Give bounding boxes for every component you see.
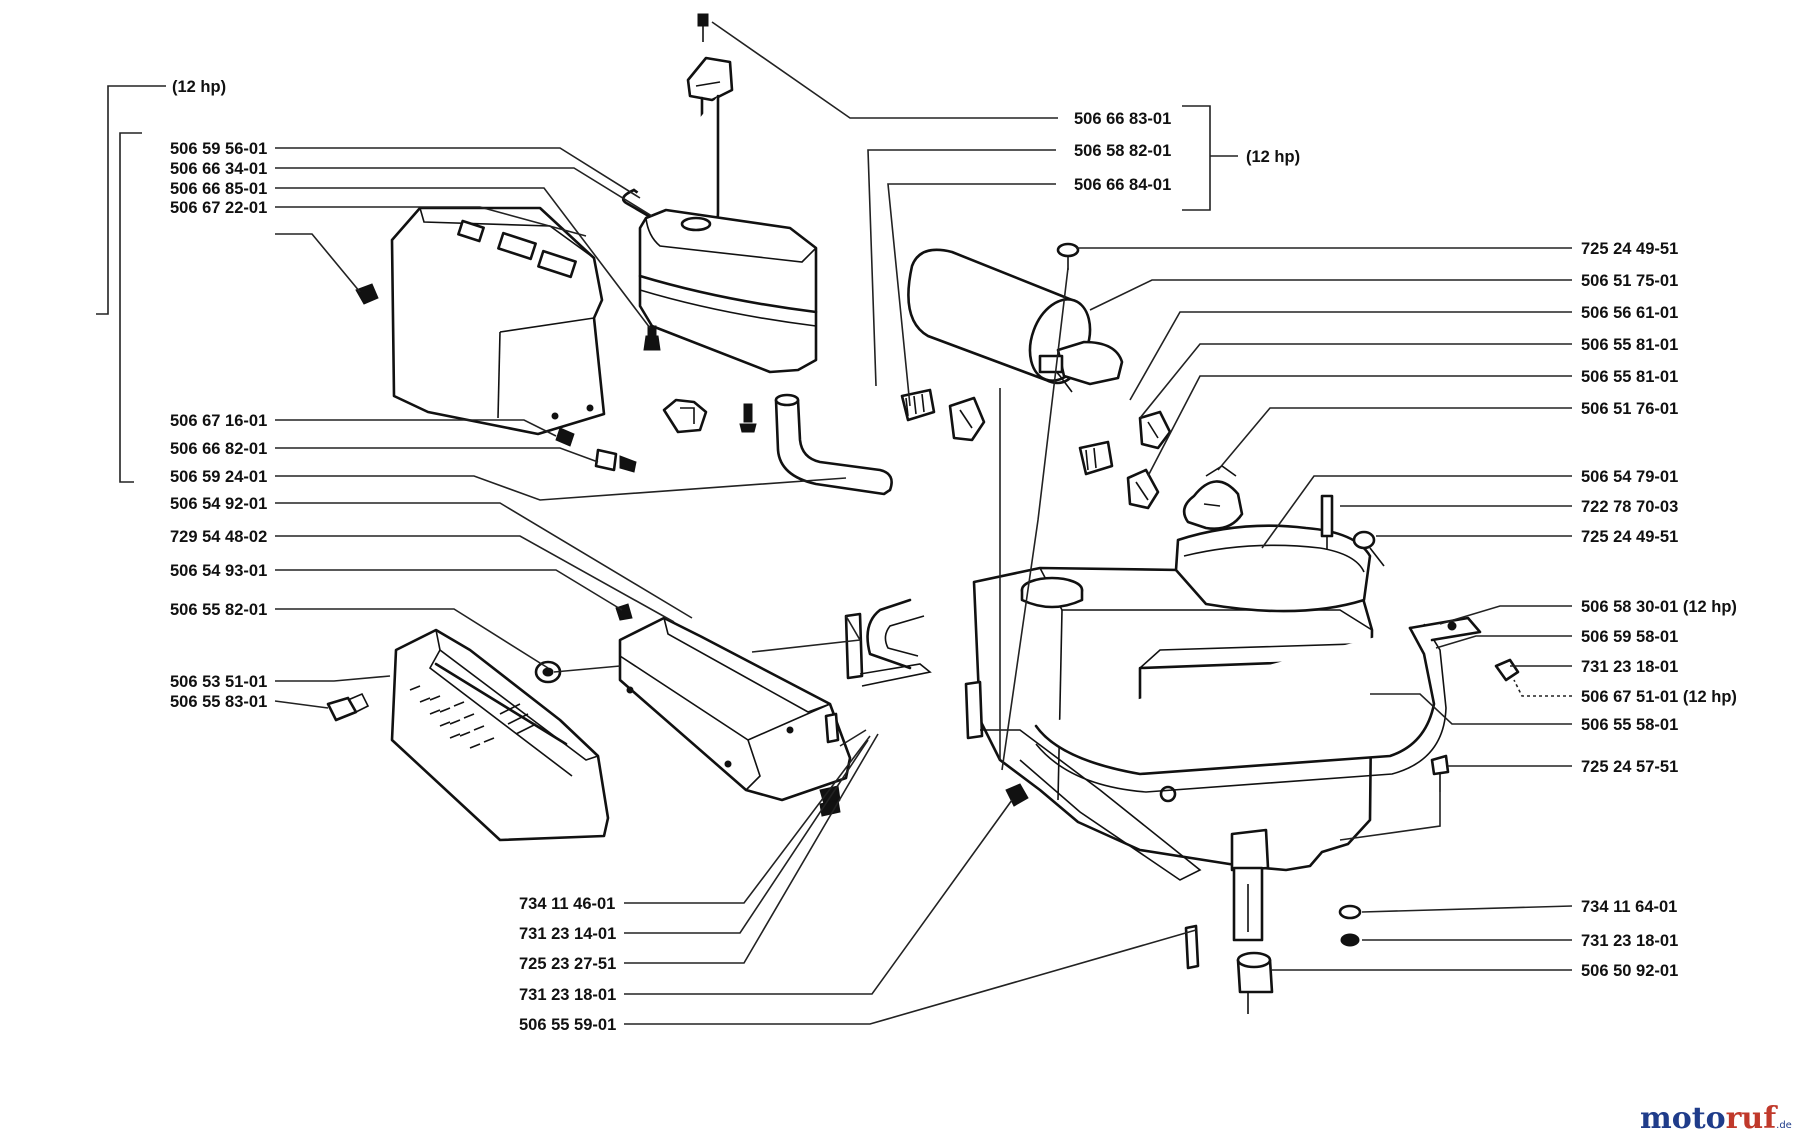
part-label: 725 24 49-51 (1581, 240, 1678, 258)
part-label: 731 23 18-01 (1581, 658, 1678, 676)
part-label: 506 59 24-01 (170, 468, 267, 486)
part-label: 506 55 59-01 (519, 1016, 616, 1034)
shroud-bolt-icon (1352, 530, 1385, 567)
part-label: 731 23 14-01 (519, 925, 616, 943)
small-screw-right-icon (1320, 494, 1334, 550)
part-label: 506 66 83-01 (1074, 110, 1171, 128)
left-part-labels: (12 hp) 506 59 56-01 506 66 34-01 506 66… (170, 78, 267, 711)
part-label: 506 54 79-01 (1581, 468, 1678, 486)
part-label: 734 11 64-01 (1581, 898, 1677, 916)
nut-right-icon (1494, 658, 1520, 682)
part-label: 506 51 75-01 (1581, 272, 1678, 290)
air-cleaner-housing-icon (390, 206, 606, 436)
part-label: 506 55 83-01 (170, 693, 267, 711)
part-label: 731 23 18-01 (519, 986, 616, 1004)
top-part-labels: 506 66 83-01 506 58 82-01 506 66 84-01 (… (1074, 110, 1300, 194)
breather-pipe-icon (621, 56, 734, 242)
part-label: 506 67 16-01 (170, 412, 267, 430)
fuel-pipe-icon (774, 393, 893, 496)
screw-right-lower-icon (1430, 754, 1450, 792)
air-intake-hood-icon (390, 628, 610, 842)
clamp-upper-right-icon (1138, 410, 1172, 450)
part-label: 506 58 30-01 (12 hp) (1581, 598, 1737, 616)
exhaust-nipple-icon (900, 388, 936, 422)
watermark-part1: moto (1640, 1101, 1726, 1136)
tank-screw-icon (643, 325, 661, 351)
part-label: 506 67 51-01 (12 hp) (1581, 688, 1737, 706)
muffler-screw-icon (1056, 242, 1080, 270)
elbow-pipe-icon (1182, 465, 1244, 530)
part-drawings (326, 13, 1520, 1014)
part-label: 506 55 58-01 (1581, 716, 1678, 734)
clamp-lower-right-icon (1126, 468, 1160, 510)
air-filter-box-icon (618, 616, 852, 802)
part-label: 734 11 46-01 (519, 895, 615, 913)
exhaust-clamp-icon (948, 396, 986, 442)
part-label: 506 53 51-01 (170, 673, 267, 691)
exhaust-nipple-right-icon (1078, 440, 1114, 476)
watermark-part2: ruf (1726, 1101, 1779, 1136)
fuel-tank-icon (638, 208, 818, 374)
part-label: 731 23 18-01 (1581, 932, 1678, 950)
housing-bolts-icon (555, 427, 637, 473)
part-label: 506 55 81-01 (1581, 336, 1678, 354)
part-label: 729 54 48-02 (170, 528, 267, 546)
part-label: 506 51 76-01 (1581, 400, 1678, 418)
muffler-icon (907, 248, 1124, 393)
part-label: 506 66 84-01 (1074, 176, 1171, 194)
bushing-icon (1236, 951, 1274, 994)
part-label: 506 66 34-01 (170, 160, 267, 178)
watermark-logo: motoruf.de (1640, 1101, 1792, 1136)
part-label-note-top: (12 hp) (1246, 148, 1300, 166)
clamp-left-icon (662, 398, 708, 434)
part-label: 506 66 82-01 (170, 440, 267, 458)
grommet-icon (534, 660, 562, 684)
grille-screw-icon (326, 692, 370, 722)
part-label: 506 59 56-01 (170, 140, 267, 158)
filter-screw-icon (615, 603, 633, 621)
svg-text:motoruf.de: motoruf.de (1640, 1101, 1792, 1136)
part-label: 506 54 93-01 (170, 562, 267, 580)
right-part-labels: 725 24 49-51 506 51 75-01 506 56 61-01 5… (1581, 240, 1737, 980)
washer-right-icon (1338, 904, 1362, 947)
part-label: 506 55 82-01 (170, 601, 267, 619)
part-label-note-left: (12 hp) (172, 78, 226, 96)
watermark-suffix: .de (1776, 1120, 1792, 1131)
part-label: 725 24 57-51 (1581, 758, 1678, 776)
leader-lines (96, 21, 1573, 1025)
top-screw-icon (697, 13, 709, 42)
small-bolt-icon (739, 403, 757, 433)
pin-icon (1184, 924, 1200, 970)
part-label: 506 54 92-01 (170, 495, 267, 513)
part-label: 722 78 70-03 (1581, 498, 1678, 516)
handle-bar-icon (866, 598, 1482, 793)
part-label: 506 50 92-01 (1581, 962, 1678, 980)
part-label: 506 59 58-01 (1581, 628, 1678, 646)
bottom-part-labels: 734 11 46-01 731 23 14-01 725 23 27-51 7… (519, 895, 616, 1034)
part-label: 506 67 22-01 (170, 199, 267, 217)
part-label: 725 24 49-51 (1581, 528, 1678, 546)
part-label: 725 23 27-51 (519, 955, 616, 973)
part-label: 506 55 81-01 (1581, 368, 1678, 386)
left-bracket-icon (844, 612, 1202, 881)
part-label: 506 58 82-01 (1074, 142, 1171, 160)
part-label: 506 66 85-01 (170, 180, 267, 198)
part-label: 506 56 61-01 (1581, 304, 1678, 322)
housing-screw-icon (355, 283, 379, 305)
